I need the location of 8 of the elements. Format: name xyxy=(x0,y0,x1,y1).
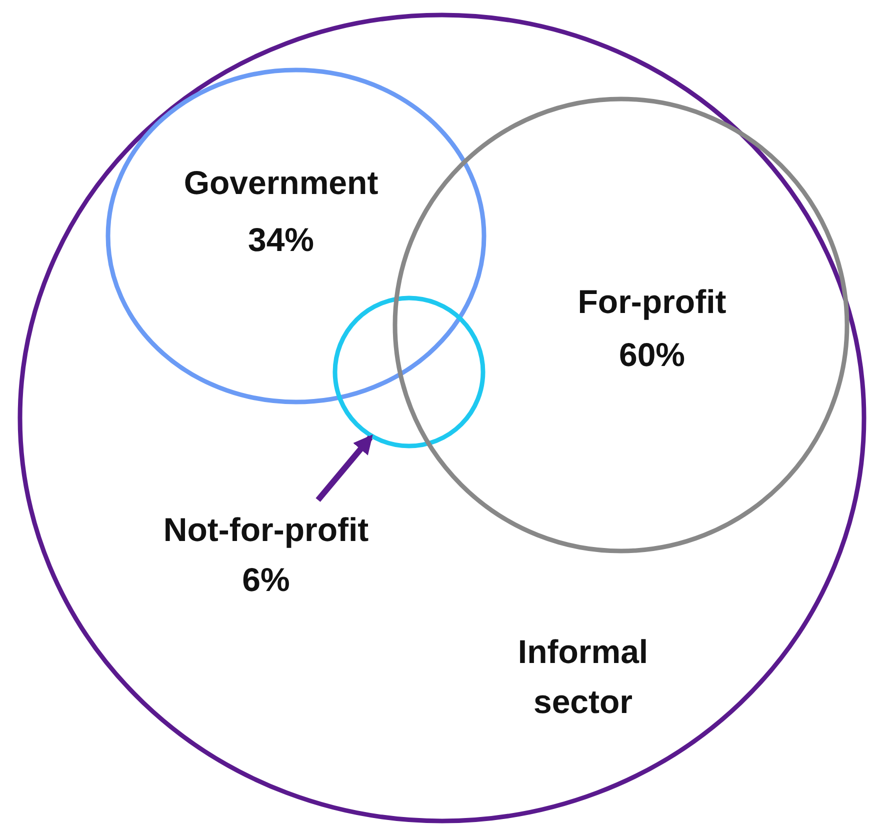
category-label: Not-for-profit xyxy=(163,512,369,548)
category-label: For-profit xyxy=(578,284,726,320)
percentage-value: 6% xyxy=(242,562,290,598)
arrow xyxy=(316,434,373,502)
percentage-value: 34% xyxy=(248,222,314,258)
category-label: Informal sector xyxy=(516,632,650,722)
percentage-value: 60% xyxy=(618,336,686,374)
category-label: Government xyxy=(184,164,378,202)
